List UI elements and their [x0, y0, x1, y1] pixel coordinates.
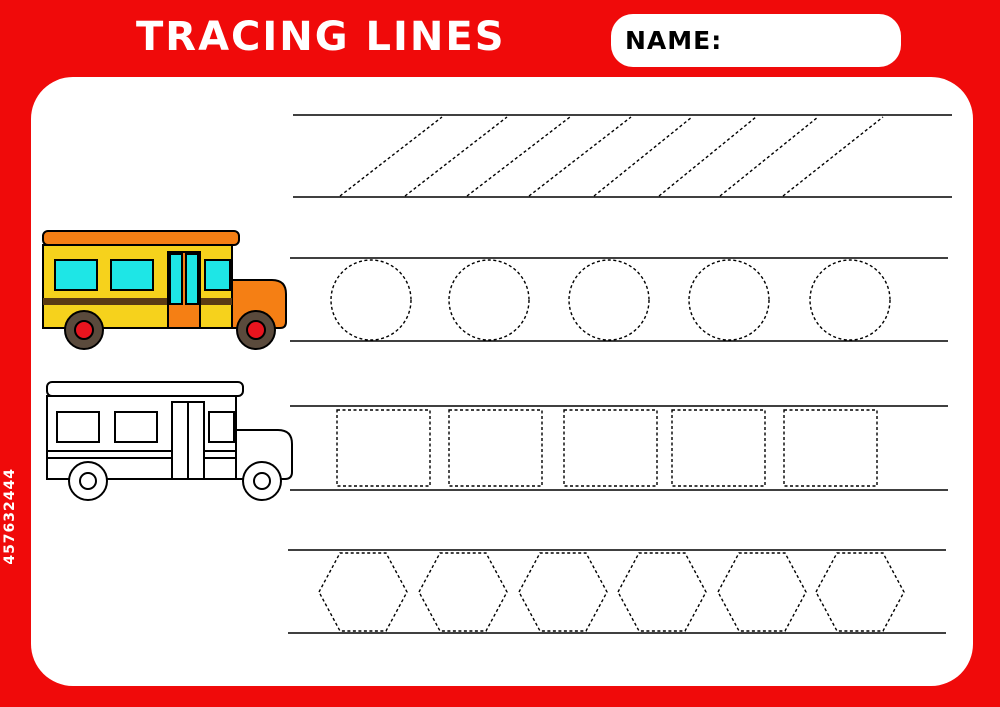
- diagonal-trace-line: [339, 116, 443, 197]
- hexagon-trace-row: [318, 552, 905, 632]
- bus-stripe: [43, 298, 232, 305]
- circle-trace: [568, 259, 650, 341]
- bus-wheel-hub: [246, 320, 266, 340]
- square-trace: [671, 409, 766, 487]
- bus-roof: [42, 230, 240, 246]
- circle-trace-row: [330, 259, 891, 341]
- hexagon-trace: [617, 552, 707, 632]
- diagonal-trace-line: [404, 116, 508, 197]
- diagonal-trace-line: [719, 116, 819, 197]
- circle-trace: [688, 259, 770, 341]
- stock-id: 457632444: [2, 468, 18, 565]
- diagonal-trace-line: [466, 116, 571, 197]
- diagonal-trace-line: [782, 116, 884, 197]
- hexagon-trace: [815, 552, 905, 632]
- circle-trace: [330, 259, 412, 341]
- square-trace: [563, 409, 658, 487]
- diagonal-trace-row: [339, 116, 884, 197]
- square-trace: [448, 409, 543, 487]
- square-trace-row: [336, 409, 878, 487]
- hexagon-trace: [717, 552, 807, 632]
- bus-window: [204, 259, 231, 291]
- bus-window: [208, 411, 235, 443]
- bus-window: [54, 259, 98, 291]
- bus-wheel-hub: [79, 472, 97, 490]
- hexagon-trace: [418, 552, 508, 632]
- guide-lines: [288, 114, 952, 634]
- colored-bus-illustration: [42, 230, 287, 350]
- bus-door-glass: [169, 253, 183, 305]
- bus-window: [56, 411, 100, 443]
- hexagon-trace: [318, 552, 408, 632]
- page-title: TRACING LINES: [136, 14, 506, 60]
- bus-wheel-hub: [74, 320, 94, 340]
- name-field[interactable]: NAME:: [611, 14, 901, 67]
- circle-trace: [809, 259, 891, 341]
- bus-door-glass: [185, 253, 199, 305]
- diagonal-trace-line: [593, 116, 693, 197]
- square-trace: [783, 409, 878, 487]
- bus-wheel-hub: [253, 472, 271, 490]
- hexagon-trace: [518, 552, 608, 632]
- circle-trace: [448, 259, 530, 341]
- diagonal-trace-line: [658, 116, 757, 197]
- bus-window: [114, 411, 158, 443]
- bus-window: [110, 259, 154, 291]
- outline-bus-illustration: [46, 381, 293, 501]
- bus-roof: [46, 381, 244, 397]
- name-label: NAME:: [625, 26, 723, 55]
- diagonal-trace-line: [528, 116, 632, 197]
- square-trace: [336, 409, 431, 487]
